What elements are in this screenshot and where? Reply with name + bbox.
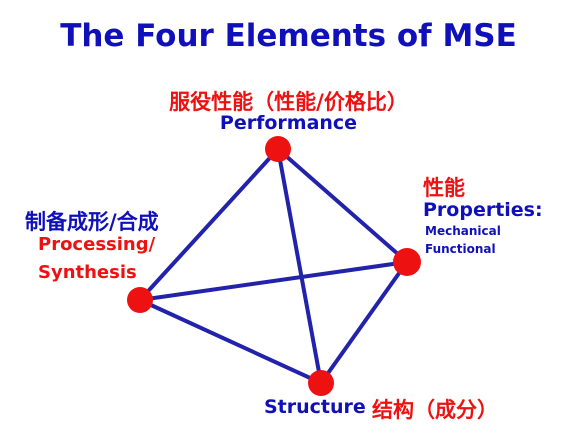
node-performance bbox=[265, 136, 291, 162]
slide-title: The Four Elements of MSE bbox=[60, 18, 517, 54]
edge-performance-processing bbox=[138, 147, 280, 302]
structure-label-en: Structure bbox=[264, 396, 366, 418]
properties-label-cn: 性能 bbox=[423, 176, 465, 200]
structure-label-cn: 结构（成分） bbox=[372, 398, 498, 422]
properties-sub-mechanical: Mechanical bbox=[425, 224, 501, 238]
node-processing bbox=[127, 287, 153, 313]
properties-sub-functional: Functional bbox=[425, 242, 496, 256]
performance-label-en: Performance bbox=[219, 112, 358, 134]
node-properties bbox=[393, 248, 421, 276]
processing-label-en-line2: Synthesis bbox=[38, 262, 137, 283]
properties-label-en: Properties: bbox=[423, 199, 543, 221]
processing-label-en-line1: Processing/ bbox=[38, 234, 156, 255]
edge-performance-properties bbox=[276, 147, 409, 264]
edge-processing-structure bbox=[138, 298, 323, 385]
edge-processing-properties bbox=[138, 260, 409, 302]
edge-performance-structure bbox=[276, 147, 323, 385]
performance-label-cn: 服役性能（性能/价格比） bbox=[169, 90, 408, 114]
edge-properties-structure bbox=[319, 260, 409, 385]
processing-label-cn: 制备成形/合成 bbox=[25, 210, 159, 234]
node-structure bbox=[308, 370, 334, 396]
